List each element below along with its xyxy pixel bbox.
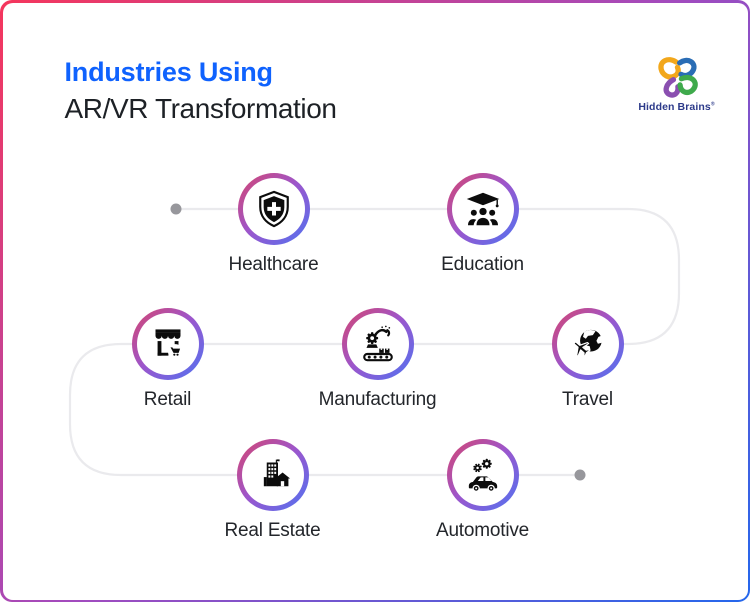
shield-cross-icon [258, 190, 289, 227]
registered-mark: ® [710, 101, 715, 107]
node-label: Education [441, 253, 524, 275]
node-label: Retail [143, 388, 192, 410]
title-line-1: Industries Using [64, 56, 274, 87]
brand-name: Hidden Brains® [638, 100, 715, 113]
gradient-ring [237, 172, 310, 245]
node-label: Manufacturing [318, 388, 437, 410]
industry-node-real-estate: Real Estate [183, 438, 363, 542]
industry-node-healthcare: Healthcare [184, 172, 364, 276]
hidden-brains-logo: Hidden Brains® [637, 55, 717, 113]
buildings-icon [263, 458, 290, 486]
industry-node-automotive: Automotive [393, 438, 573, 542]
graduation-people-icon [466, 192, 499, 225]
storefront-cart-icon [155, 328, 183, 359]
gradient-ring [341, 307, 414, 380]
globe-airplane-icon [573, 329, 602, 357]
gradient-ring [446, 438, 519, 511]
car-gears-icon [468, 458, 497, 492]
robot-arm-conveyor-icon [362, 325, 393, 361]
connector-path [68, 203, 680, 480]
node-label: Automotive [435, 519, 530, 541]
industry-node-education: Education [393, 172, 573, 276]
page-title: Industries Using AR/VR Transformation [64, 56, 338, 125]
gradient-ring [131, 307, 204, 380]
industry-node-manufacturing: Manufacturing [288, 307, 468, 411]
industry-node-travel: Travel [498, 307, 678, 411]
gradient-ring [551, 307, 624, 380]
hidden-brains-logo-icon [657, 56, 698, 98]
title-line-2: AR/VR Transformation [64, 92, 338, 124]
start-dot [170, 203, 181, 214]
gradient-ring [446, 172, 519, 245]
node-label: Healthcare [228, 253, 319, 275]
node-label: Travel [562, 388, 613, 410]
node-label: Real Estate [224, 519, 321, 541]
industry-node-retail: Retail [78, 307, 258, 411]
gradient-ring [236, 438, 309, 511]
end-dot [574, 469, 585, 480]
